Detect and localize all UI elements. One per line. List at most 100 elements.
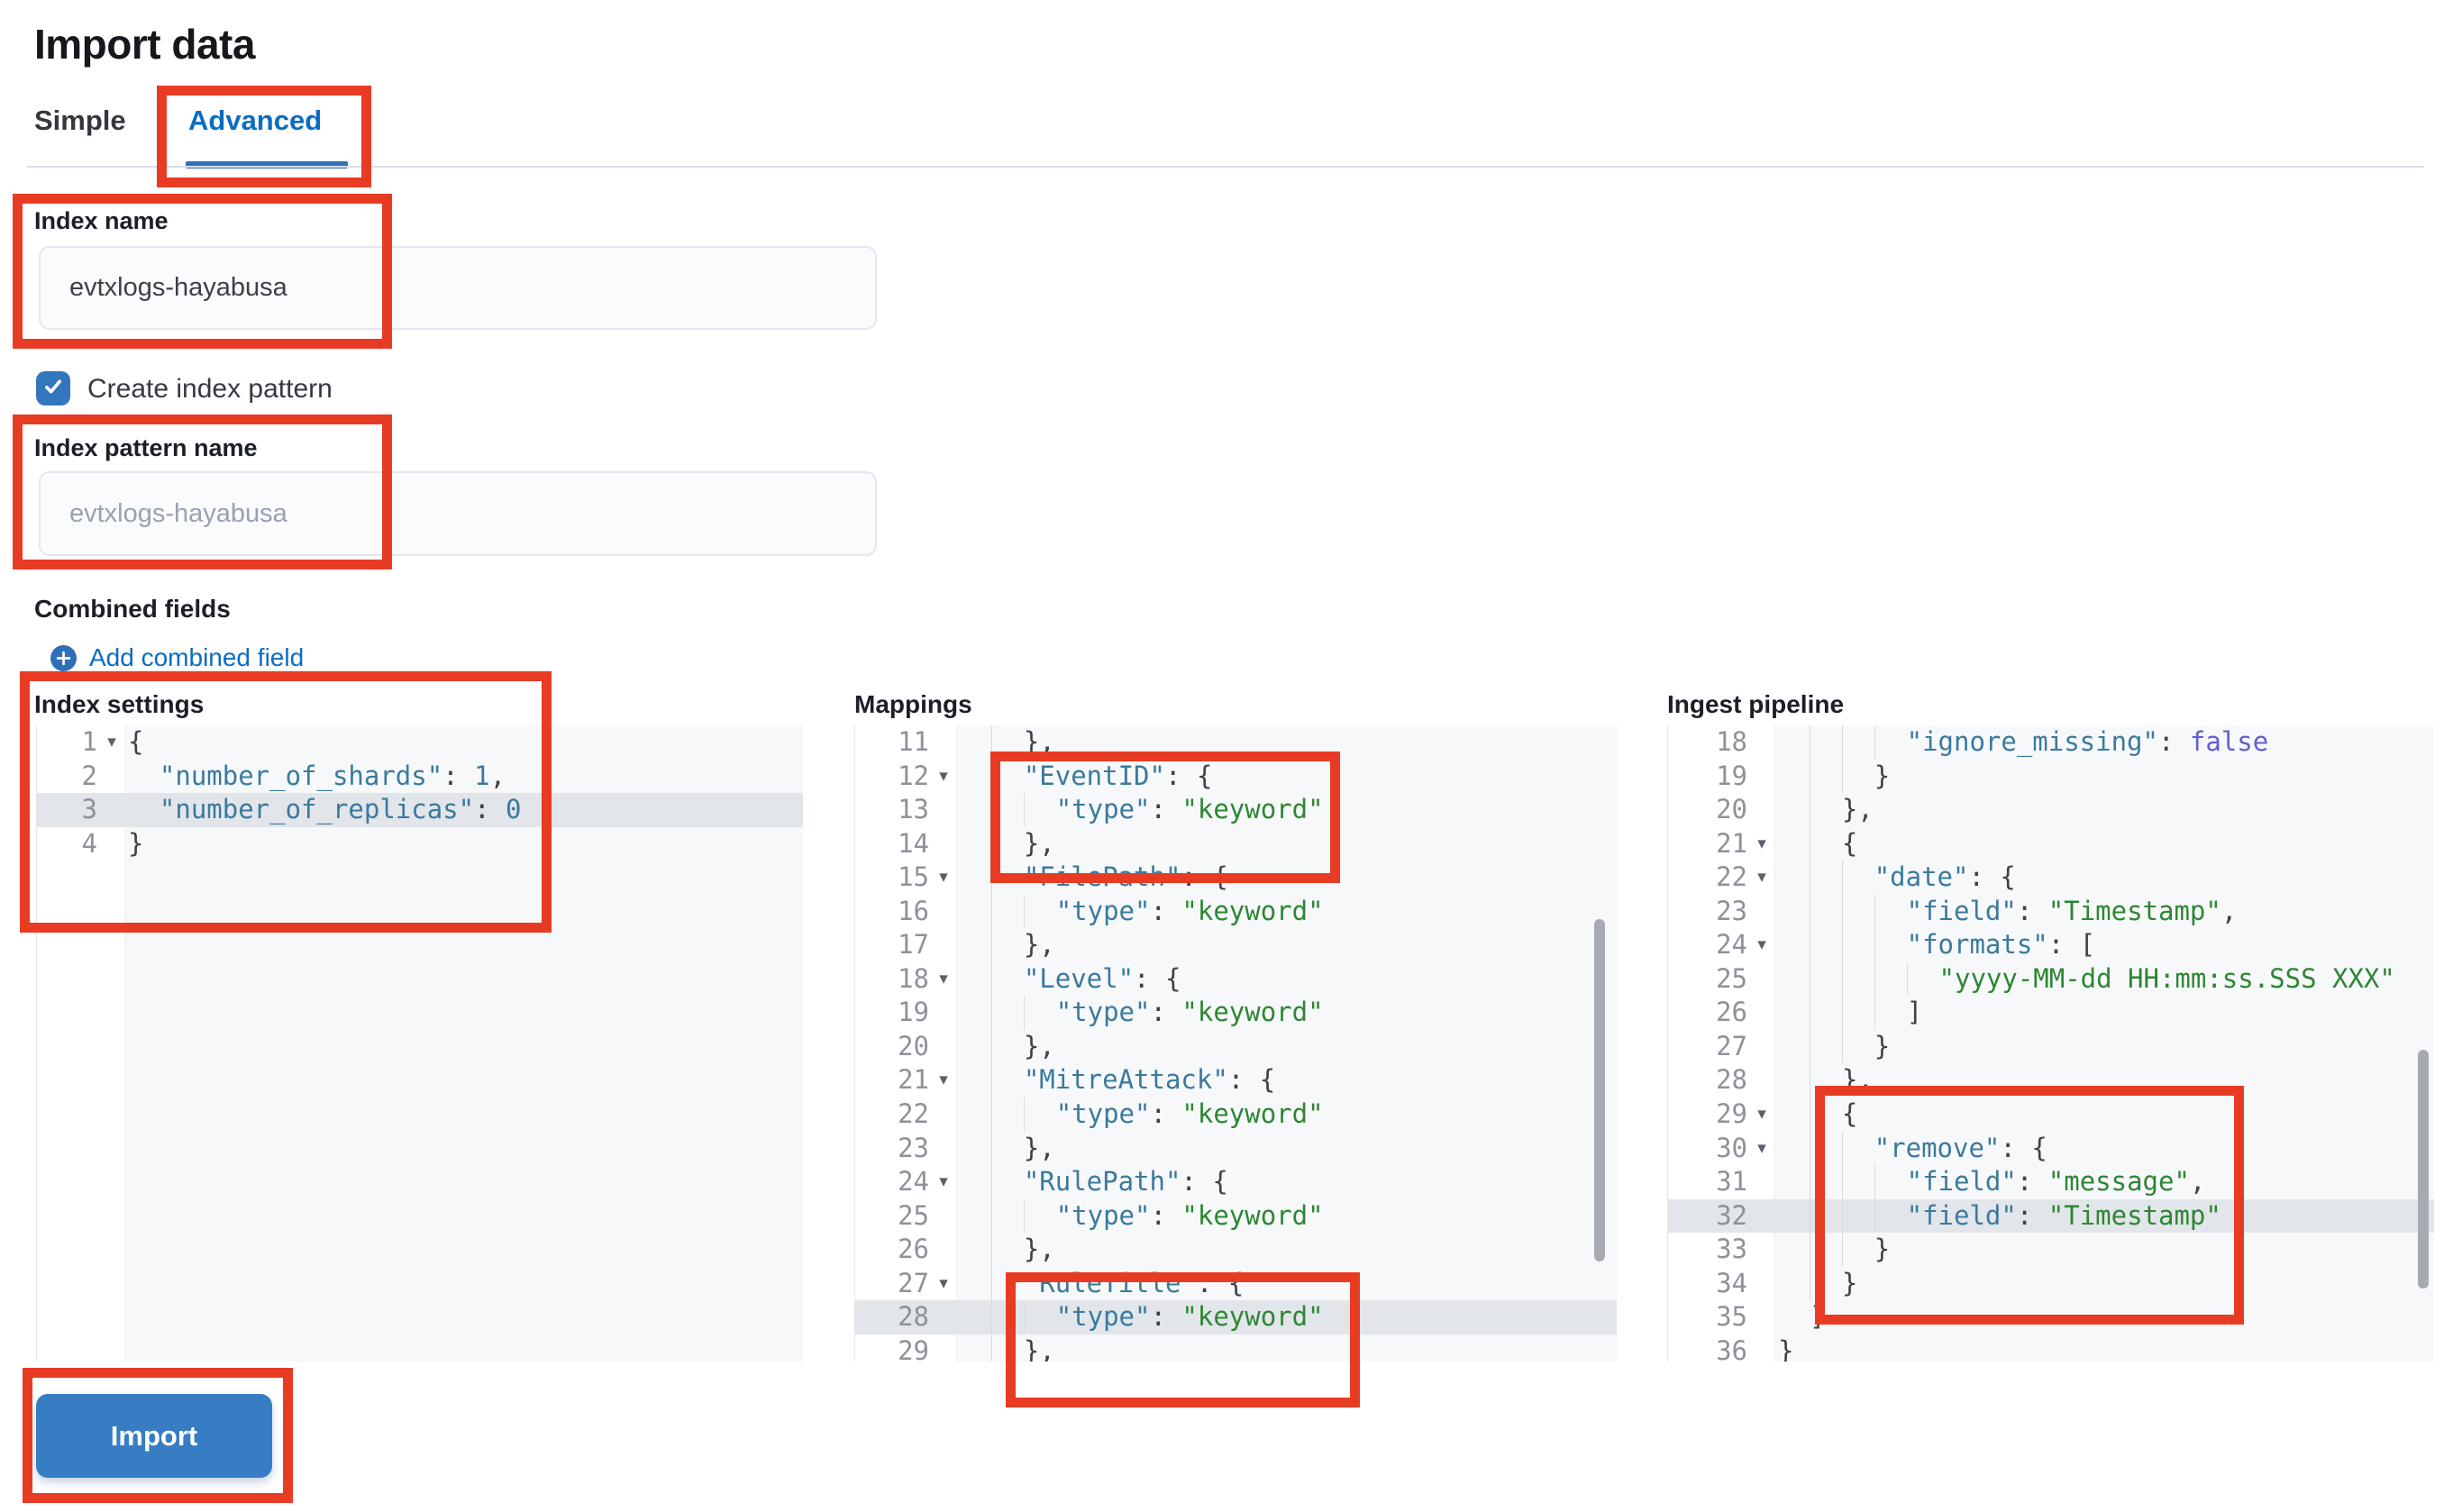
- code-line: 28},: [1668, 1063, 2434, 1098]
- code-line: 29▾{: [1668, 1098, 2434, 1132]
- line-number: 19: [1716, 760, 1747, 791]
- line-number: 4: [81, 827, 97, 859]
- code-line: 33}: [1668, 1233, 2434, 1267]
- code-line: 22"type": "keyword": [855, 1098, 1617, 1132]
- code-line: 12▾"EventID": {: [855, 759, 1617, 794]
- editor-gutter: [1668, 725, 1775, 1362]
- chevron-down-icon[interactable]: ▾: [1757, 833, 1766, 853]
- check-icon: [42, 376, 64, 402]
- line-number: 24: [898, 1166, 929, 1198]
- page-title: Import data: [34, 21, 255, 68]
- tabs-divider: [27, 166, 2424, 168]
- mappings-scrollbar[interactable]: [1594, 919, 1605, 1262]
- line-number: 27: [898, 1267, 929, 1298]
- chevron-down-icon[interactable]: ▾: [1757, 934, 1766, 955]
- mappings-label: Mappings: [854, 690, 972, 718]
- line-number: 13: [898, 794, 929, 825]
- line-number: 25: [898, 1199, 929, 1231]
- chevron-down-icon[interactable]: ▾: [939, 765, 948, 786]
- code-line: 25"yyyy-MM-dd HH:mm:ss.SSS XXX": [1668, 961, 2434, 997]
- code-line: 19}: [1668, 759, 2434, 794]
- mappings-editor[interactable]: 11},12▾"EventID": {13"type": "keyword"14…: [854, 725, 1617, 1362]
- line-number: 12: [898, 760, 929, 791]
- line-number: 14: [898, 827, 929, 859]
- chevron-down-icon[interactable]: ▾: [939, 968, 948, 988]
- code-line: 19"type": "keyword": [855, 996, 1617, 1030]
- line-number: 16: [898, 895, 929, 926]
- index-pattern-name-input[interactable]: [39, 471, 877, 556]
- chevron-down-icon[interactable]: ▾: [939, 1272, 948, 1293]
- code-line: 14},: [855, 826, 1617, 861]
- index-name-input[interactable]: [39, 246, 877, 330]
- chevron-down-icon[interactable]: ▾: [939, 867, 948, 888]
- line-number: 28: [898, 1301, 929, 1333]
- ingest-scrollbar[interactable]: [2418, 1050, 2429, 1289]
- tab-simple[interactable]: Simple: [34, 105, 126, 136]
- code-line: 23},: [855, 1131, 1617, 1166]
- line-number: 27: [1716, 1030, 1747, 1061]
- line-number: 22: [1716, 861, 1747, 893]
- line-number: 30: [1716, 1132, 1747, 1163]
- chevron-down-icon[interactable]: ▾: [1757, 867, 1766, 888]
- code-line: 21▾"MitreAttack": {: [855, 1063, 1617, 1098]
- code-line: 28"type": "keyword": [855, 1300, 1617, 1334]
- line-number: 15: [898, 861, 929, 893]
- line-number: 18: [1716, 726, 1747, 757]
- line-number: 20: [898, 1030, 929, 1061]
- code-line: 24▾"formats": [: [1668, 928, 2434, 962]
- index-name-label: Index name: [34, 207, 169, 234]
- line-number: 21: [898, 1064, 929, 1096]
- index-settings-editor[interactable]: 1▾{2"number_of_shards": 1,3"number_of_re…: [36, 725, 803, 1362]
- chevron-down-icon[interactable]: ▾: [107, 732, 116, 751]
- line-number: 29: [898, 1334, 929, 1362]
- chevron-down-icon[interactable]: ▾: [939, 1171, 948, 1192]
- code-line: 35]: [1668, 1300, 2434, 1334]
- editor-gutter: [855, 725, 957, 1362]
- line-number: 23: [1716, 895, 1747, 926]
- ingest-pipeline-label: Ingest pipeline: [1667, 690, 1845, 718]
- tab-active-underline: [186, 161, 348, 169]
- code-line: 13"type": "keyword": [855, 793, 1617, 827]
- plus-icon[interactable]: [50, 645, 77, 671]
- line-number: 29: [1716, 1098, 1747, 1130]
- code-line: 20},: [1668, 793, 2434, 827]
- code-line: 18▾"Level": {: [855, 961, 1617, 997]
- code-line: 27▾"RuleTitle": {: [855, 1266, 1617, 1301]
- code-line: 20},: [855, 1029, 1617, 1064]
- code-line: 34}: [1668, 1266, 2434, 1301]
- code-line: 25"type": "keyword": [855, 1198, 1617, 1234]
- code-line: 16"type": "keyword": [855, 894, 1617, 929]
- code-line: 15▾"FilePath": {: [855, 861, 1617, 895]
- code-line: 2"number_of_shards": 1,: [37, 760, 803, 794]
- code-line: 26},: [855, 1233, 1617, 1267]
- line-number: 17: [898, 929, 929, 961]
- create-index-pattern-checkbox[interactable]: [36, 371, 70, 405]
- code-line: 17},: [855, 928, 1617, 962]
- line-number: 28: [1716, 1064, 1747, 1096]
- code-line: 32"field": "Timestamp": [1668, 1198, 2434, 1234]
- code-line: 3"number_of_replicas": 0: [37, 793, 803, 827]
- line-number: 26: [1716, 997, 1747, 1028]
- chevron-down-icon[interactable]: ▾: [1757, 1137, 1766, 1158]
- code-line: 24▾"RulePath": {: [855, 1165, 1617, 1199]
- chevron-down-icon[interactable]: ▾: [939, 1070, 948, 1090]
- line-number: 11: [898, 726, 929, 757]
- code-line: 21▾{: [1668, 826, 2434, 861]
- chevron-down-icon[interactable]: ▾: [1757, 1104, 1766, 1125]
- create-index-pattern-label: Create index pattern: [87, 374, 333, 404]
- line-number: 1: [81, 726, 97, 757]
- add-combined-field-link[interactable]: Add combined field: [89, 643, 305, 671]
- line-number: 35: [1716, 1301, 1747, 1333]
- import-button[interactable]: Import: [36, 1394, 272, 1478]
- code-line: 4}: [37, 827, 803, 861]
- code-line: 27}: [1668, 1029, 2434, 1064]
- code-line: 26]: [1668, 996, 2434, 1030]
- line-number: 18: [898, 962, 929, 994]
- code-line: 1▾{: [37, 725, 803, 760]
- combined-fields-label: Combined fields: [34, 595, 231, 623]
- editor-gutter: [37, 725, 125, 1362]
- code-line: 36}: [1668, 1334, 2434, 1362]
- tab-advanced[interactable]: Advanced: [188, 105, 323, 136]
